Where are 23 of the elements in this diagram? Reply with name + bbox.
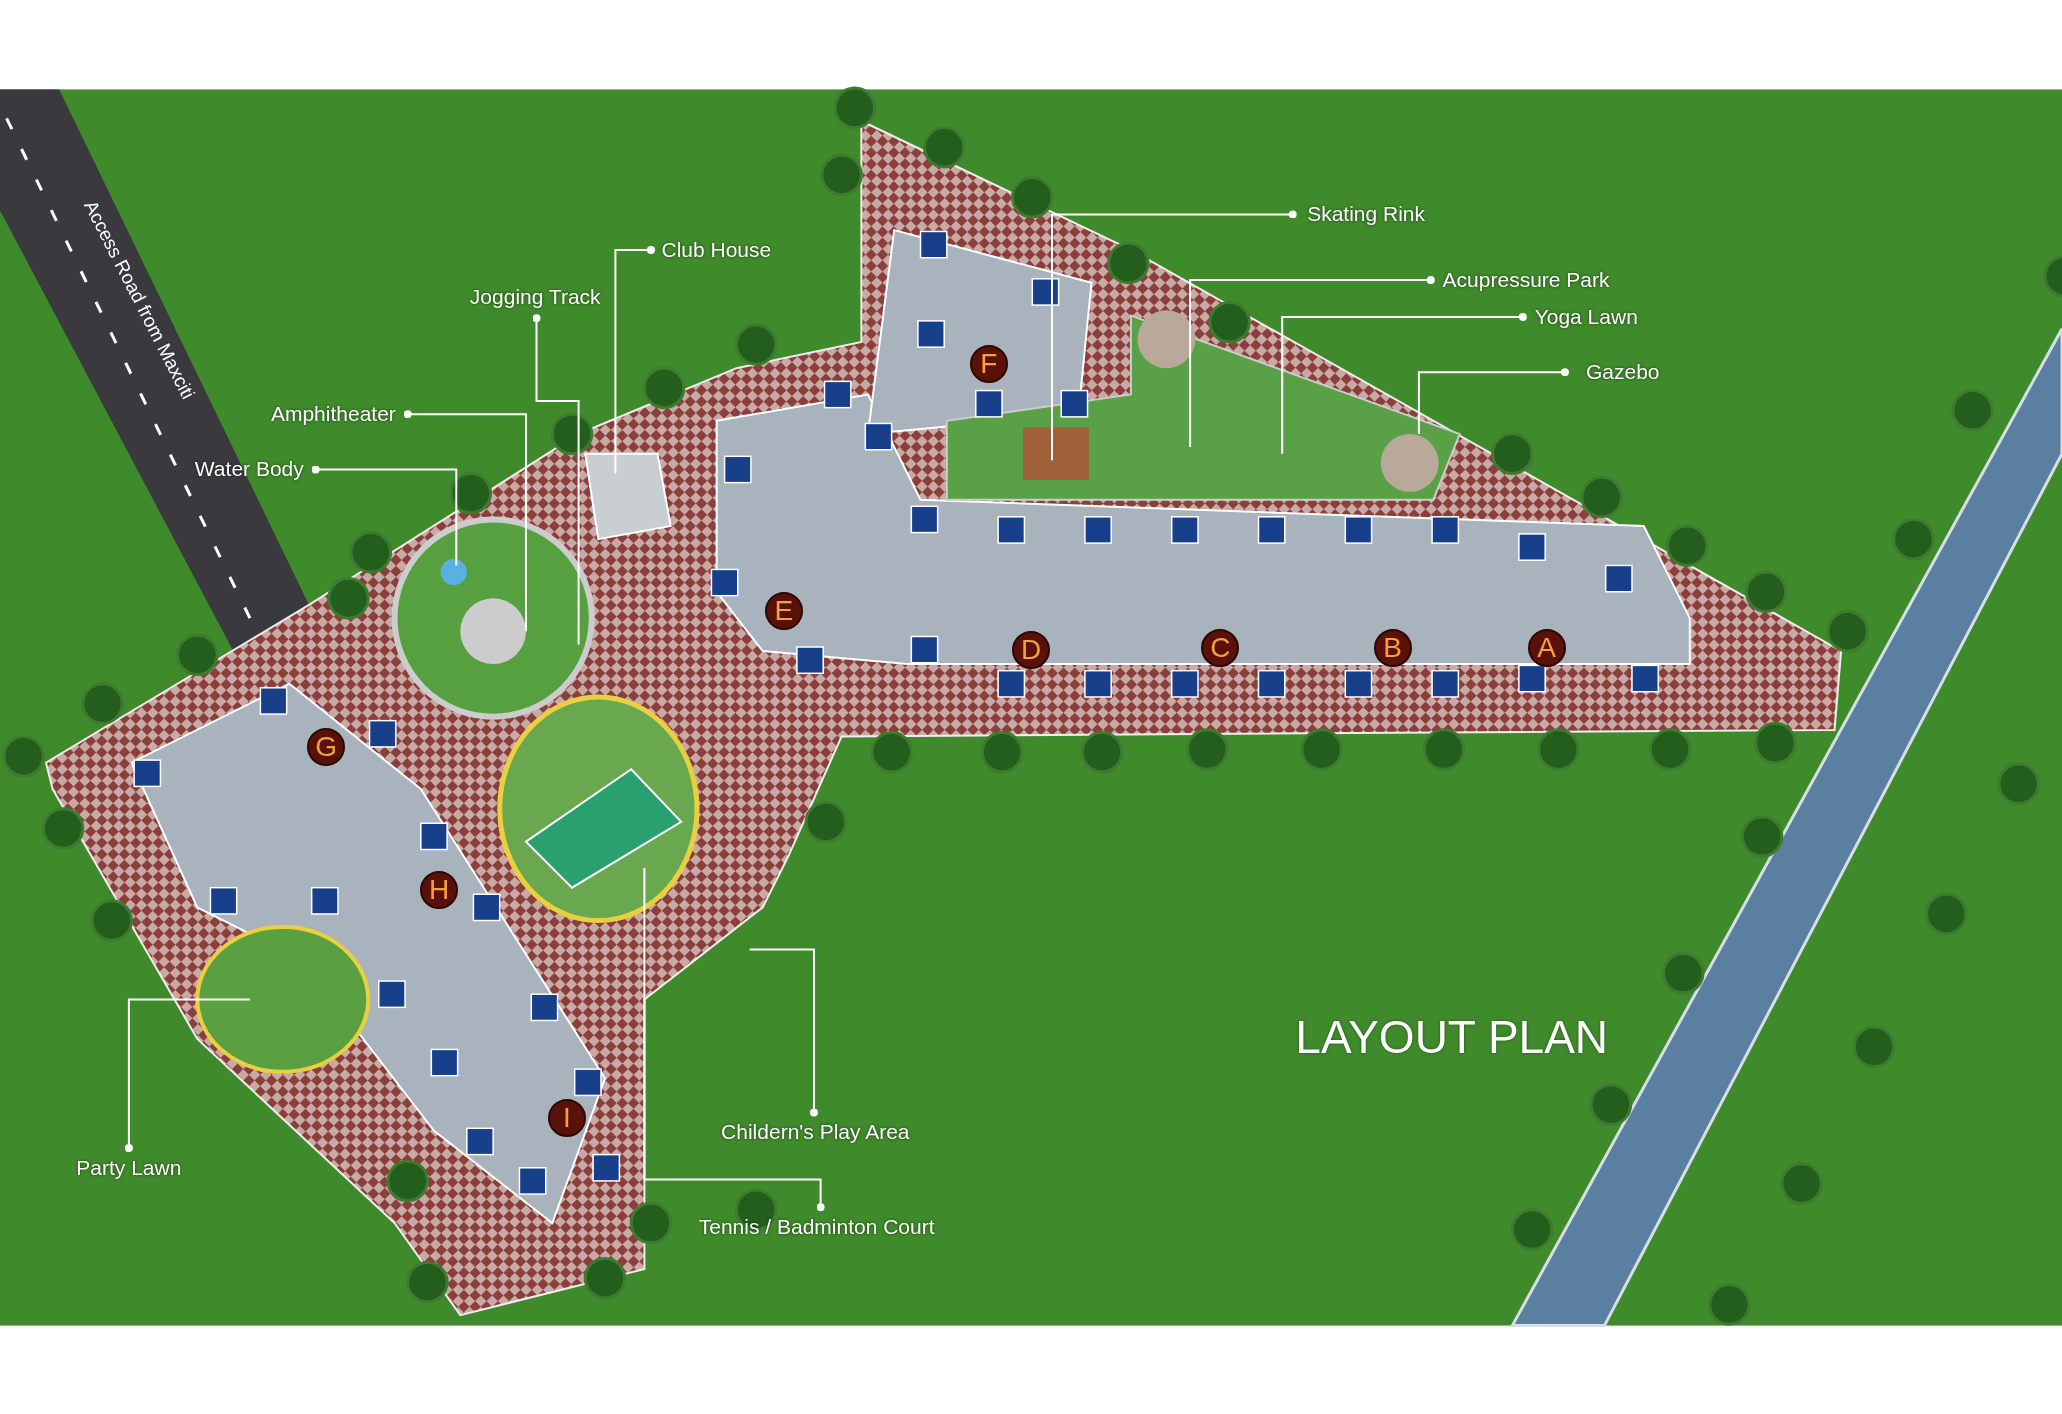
area-label: Club House [661, 238, 772, 260]
area-label: Jogging Track [469, 286, 601, 308]
leader-line [1281, 312, 1527, 455]
area-label: Acupressure Park [1442, 269, 1610, 291]
leader-line [1189, 276, 1435, 449]
area-label: Yoga Lawn [1534, 305, 1638, 327]
plan-title: LAYOUT PLAN [1295, 1009, 1609, 1064]
area-label: Skating Rink [1307, 203, 1426, 225]
leader-line [1417, 368, 1569, 435]
area-label: Tennis / Badminton Court [698, 1215, 935, 1237]
leader-line [643, 866, 825, 1212]
area-label: Amphitheater [270, 403, 396, 425]
leader-line [403, 410, 527, 633]
leader-line [748, 948, 818, 1117]
leader-line [614, 245, 655, 475]
area-label: Childern's Play Area [721, 1121, 910, 1143]
area-label: Party Lawn [76, 1156, 182, 1178]
leader-line [311, 465, 458, 567]
leader-line [532, 314, 580, 646]
area-label: Gazebo [1585, 361, 1660, 383]
area-label: Water Body [194, 458, 304, 480]
leader-line [1051, 210, 1297, 462]
leader-line [124, 998, 251, 1152]
